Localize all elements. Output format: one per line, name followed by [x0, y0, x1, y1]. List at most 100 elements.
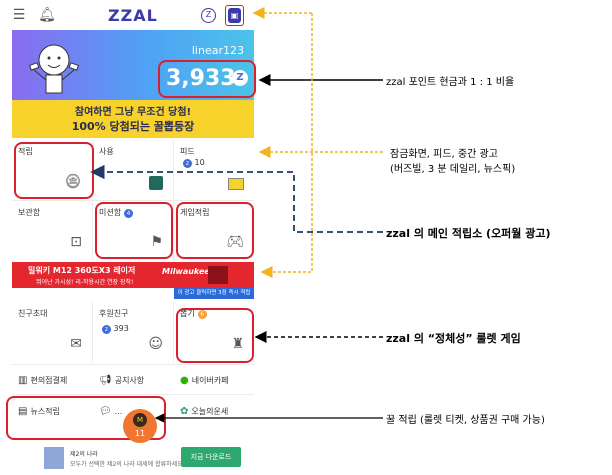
flag-icon: ⚑	[150, 234, 163, 250]
menu-support-friends[interactable]: 후원친구 z 393 ☺	[93, 302, 173, 362]
menu-news-earn[interactable]: ▤뉴스적립	[12, 396, 92, 436]
honey-count: 11	[134, 429, 146, 438]
menu-storage-label: 보관함	[18, 208, 41, 217]
hamburger-icon[interactable]: ☰	[12, 7, 26, 23]
megaphone-icon: 📢︎	[99, 375, 112, 386]
menu-naver-cafe[interactable]: ●네이버카페	[174, 366, 254, 394]
bottom-ad-desc: 모두가 선택한 제2의 나라 대세에 합류하세요	[70, 461, 183, 468]
menu-cvs-pay[interactable]: ▥편의점결제	[12, 366, 92, 394]
user-id: linear123	[191, 44, 244, 57]
friends-icon: ☺	[148, 336, 163, 352]
card-icon-highlight	[225, 5, 244, 26]
menu-use-label: 사용	[99, 147, 114, 156]
gamepad-icon: 🎮︎	[226, 234, 244, 250]
middle-ad-banner[interactable]: 밀워키 M12 360도X3 레이저 뛰어난 가시성! 리-작용시간 연장 장착…	[12, 262, 254, 288]
id-card-icon[interactable]: ▣	[228, 8, 241, 23]
annotation-points-ratio: zzal 포인트 현금과 1 : 1 비율	[386, 77, 515, 88]
feed-count-value: 10	[194, 158, 205, 167]
chat-icon: 💬︎	[99, 406, 112, 417]
phone-screen: ☰ 🔔︎ ZZAL Z ▣ linear123 3,933 Z 참여하면 그냥 …	[4, 0, 256, 475]
draw-highlight	[176, 308, 254, 363]
chat-text: ...	[114, 407, 123, 416]
naver-cafe-label: ●네이버카페	[180, 375, 229, 386]
notice-label: 📢︎공지사항	[99, 375, 144, 386]
grid-divider	[92, 302, 93, 362]
invite-icon: ✉	[70, 336, 82, 352]
feed-tag-icon	[228, 178, 244, 190]
cvs-pay-text: 편의점결제	[30, 376, 68, 385]
promo-strip[interactable]: 참여하면 그냥 무조건 당첨! 100% 당첨되는 꿀뽑등장	[12, 100, 254, 138]
points-balance: 3,933 Z	[160, 62, 256, 96]
ad-brand: Milwaukee	[162, 267, 210, 276]
menu-invite-label: 친구초대	[18, 309, 48, 318]
menu-chat[interactable]: 💬︎...	[93, 396, 133, 436]
grid-divider	[173, 302, 174, 362]
grid-divider	[12, 394, 254, 395]
draw-badge: 6	[197, 310, 207, 319]
coins-icon: 🪙︎	[64, 174, 82, 190]
barcode-icon: ▥	[18, 375, 28, 386]
menu-support-label: 후원친구	[99, 309, 129, 318]
annotation-roulette: zzal 의 “정체성” 룰렛 게임	[386, 332, 521, 345]
friends-count: z 393	[99, 324, 129, 334]
storage-box-icon: ⊡	[70, 234, 82, 250]
menu-invite[interactable]: 친구초대 ✉	[12, 302, 92, 362]
honey-roulette-button[interactable]: M 11	[123, 409, 157, 443]
mission-highlight	[95, 202, 173, 259]
cafe-icon: ●	[180, 375, 189, 386]
gift-box-icon	[149, 176, 163, 190]
fortune-text: 오늘의운세	[191, 407, 229, 416]
z-coin-icon: Z	[232, 70, 248, 86]
annotation-offerwall: zzal 의 메인 적립소 (오퍼월 광고)	[386, 227, 551, 240]
coupon-icon[interactable]: Z	[201, 8, 216, 23]
game-earn-highlight	[176, 202, 254, 259]
ad-subtitle: 뛰어난 가시성! 리-작용시간 연장 장착!	[36, 279, 134, 286]
honey-coin-icon: M	[133, 413, 147, 427]
menu-fortune[interactable]: ✿오늘의운세	[174, 396, 254, 436]
top-bar: ☰ 🔔︎ ZZAL Z ▣	[4, 0, 256, 30]
feed-count: z 10	[180, 158, 205, 168]
ad-title: 밀워키 M12 360도X3 레이저	[28, 266, 136, 275]
ad-cta[interactable]: 이 광고 클릭하면 3점 즉시 적립	[174, 288, 254, 299]
download-button[interactable]: 지금 다운로드	[181, 447, 241, 467]
menu-feed[interactable]: 피드 z 10	[174, 140, 254, 200]
promo-line2: 100% 당첨되는 꿀뽑등장	[71, 120, 195, 133]
points-banner[interactable]: linear123 3,933 Z	[12, 30, 256, 138]
naver-cafe-text: 네이버카페	[191, 376, 229, 385]
laser-tool-icon	[208, 266, 228, 284]
menu-use[interactable]: 사용	[93, 140, 173, 200]
points-highlight	[158, 60, 256, 98]
bottom-ad[interactable]: 제2의 나라 모두가 선택한 제2의 나라 대세에 합류하세요 지금 다운로드	[44, 447, 254, 475]
z-coin-icon: z	[102, 325, 111, 334]
fortune-label: ✿오늘의운세	[180, 406, 228, 417]
menu-storage[interactable]: 보관함 ⊡	[12, 201, 92, 260]
mascot-illustration	[28, 44, 80, 94]
points-value: 3,933	[166, 66, 236, 91]
annotation-honey-earn: 꿀 적립 (룰렛 티켓, 상품권 구매 가능)	[386, 415, 545, 426]
notice-text: 공지사항	[114, 376, 145, 385]
chat-label: 💬︎...	[99, 406, 122, 417]
z-coin-icon: z	[183, 159, 192, 168]
claw-machine-icon: ♜	[231, 336, 244, 352]
menu-earn-label: 적립	[18, 147, 33, 156]
news-icon: ▤	[18, 406, 28, 417]
menu-notice[interactable]: 📢︎공지사항	[93, 366, 173, 394]
promo-line1: 참여하면 그냥 무조건 당첨!	[74, 107, 192, 118]
menu-feed-label: 피드	[180, 147, 195, 156]
annotation-ad-line1: 잠금화면, 피드, 중간 광고	[390, 149, 498, 160]
annotation-ad-line2: (버즈빌, 3 분 데일리, 뉴스픽)	[390, 164, 516, 175]
cvs-pay-label: ▥편의점결제	[18, 375, 67, 386]
menu-earn[interactable]: 적립 🪙︎	[12, 140, 92, 200]
news-earn-text: 뉴스적립	[30, 407, 60, 416]
app-logo: ZZAL	[108, 6, 158, 25]
ad-placement-arrows	[252, 7, 383, 278]
earn-highlight	[14, 142, 94, 199]
bell-icon[interactable]: 🔔︎	[38, 7, 56, 23]
bottom-ad-title: 제2의 나라	[70, 451, 98, 458]
news-earn-label: ▤뉴스적립	[18, 406, 60, 417]
fortune-icon: ✿	[180, 406, 189, 417]
